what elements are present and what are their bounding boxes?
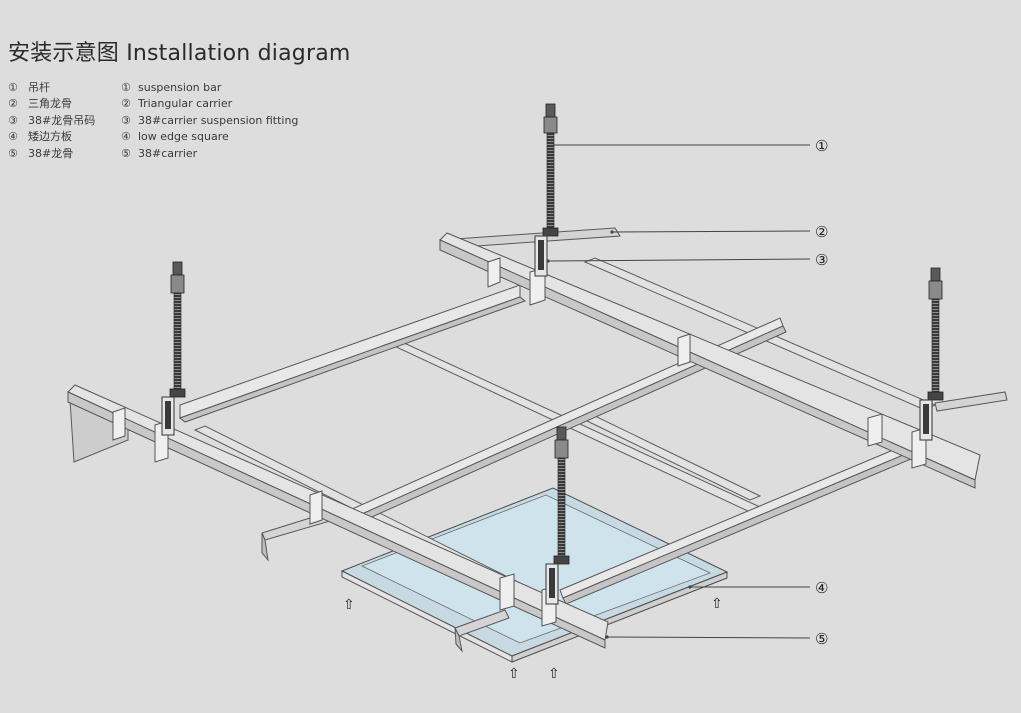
legend-en-item: ③ 38#carrier suspension fitting bbox=[121, 113, 321, 129]
callout-1-label: ① bbox=[815, 137, 828, 155]
suspension-bars bbox=[161, 103, 944, 605]
legend-cn-item-number: ③ bbox=[8, 113, 18, 127]
legend-en-item-label: 38#carrier suspension fitting bbox=[138, 113, 299, 127]
legend-cn-item: ③ 38#龙骨吊码 bbox=[8, 113, 95, 129]
suspension-rod bbox=[545, 426, 570, 605]
legend-cn-item-label: 矮边方板 bbox=[28, 130, 72, 144]
panel-insert-arrows: ⇧ ⇧ ⇧ ⇧ bbox=[343, 596, 723, 682]
legend-cn-item-label: 吊杆 bbox=[28, 81, 50, 94]
main-carriers-diagonal bbox=[178, 284, 912, 605]
legend-en-item-number: ② bbox=[121, 97, 131, 111]
legend-en-item: ① suspension bar bbox=[121, 80, 321, 96]
legend-en-item-label: Triangular carrier bbox=[138, 97, 233, 111]
legend-cn-item-number: ④ bbox=[8, 130, 18, 144]
legend-cn-item-label: 三角龙骨 bbox=[28, 97, 72, 111]
callout-5-label: ⑤ bbox=[815, 630, 828, 648]
legend-cn-item-number: ⑤ bbox=[8, 146, 18, 160]
callout-4-label: ④ bbox=[815, 579, 828, 597]
legend-en-item-number: ⑤ bbox=[121, 146, 131, 160]
up-arrow-icon: ⇧ bbox=[508, 666, 520, 682]
legend-cn-item: ⑤ 38#龙骨 bbox=[8, 146, 95, 162]
legend-cn-item-label: 38#龙骨 bbox=[28, 146, 74, 160]
diagram-title: 安装示意图 Installation diagram bbox=[8, 41, 351, 66]
callout-2-label: ② bbox=[815, 223, 828, 241]
legend-english: ① suspension bar ② Triangular carrier ③ 38#ca… bbox=[121, 80, 321, 162]
callout-lines bbox=[547, 144, 811, 639]
legend-en-item-number: ③ bbox=[121, 113, 131, 127]
ceiling-panel bbox=[340, 487, 729, 663]
legend-cn-item-label: 38#龙骨吊码 bbox=[28, 113, 96, 127]
suspension-rod bbox=[534, 103, 559, 277]
legend-en-item-number: ① bbox=[121, 81, 131, 94]
suspension-rod bbox=[161, 261, 186, 436]
up-arrow-icon: ⇧ bbox=[548, 666, 560, 682]
legend-en-item: ② Triangular carrier bbox=[121, 96, 321, 112]
callout-3-label: ③ bbox=[815, 251, 828, 269]
suspension-rod bbox=[919, 267, 944, 441]
triangular-carriers bbox=[67, 232, 981, 649]
up-arrow-icon: ⇧ bbox=[343, 597, 355, 613]
legend-cn-item: ① 吊杆 bbox=[8, 80, 95, 96]
legend-en-item: ④ low edge square bbox=[121, 129, 321, 145]
legend-chinese: ① 吊杆 ② 三角龙骨 ③ 38#龙骨吊码 ④ 矮边方板 ⑤ 38#龙骨 bbox=[8, 80, 95, 162]
legend-en-item-number: ④ bbox=[121, 130, 131, 144]
callout-dots bbox=[546, 230, 692, 639]
legend-en-item: ⑤ 38#carrier bbox=[121, 146, 321, 162]
legend-cn-item: ④ 矮边方板 bbox=[8, 129, 95, 145]
legend-en-item-label: suspension bar bbox=[138, 81, 222, 94]
legend-cn-item-number: ① bbox=[8, 81, 18, 94]
legend-en-item-label: low edge square bbox=[138, 130, 229, 144]
up-arrow-icon: ⇧ bbox=[711, 596, 723, 612]
legend-cn-item-number: ② bbox=[8, 97, 18, 111]
legend-en-item-label: 38#carrier bbox=[138, 146, 198, 160]
legend-cn-item: ② 三角龙骨 bbox=[8, 96, 95, 112]
